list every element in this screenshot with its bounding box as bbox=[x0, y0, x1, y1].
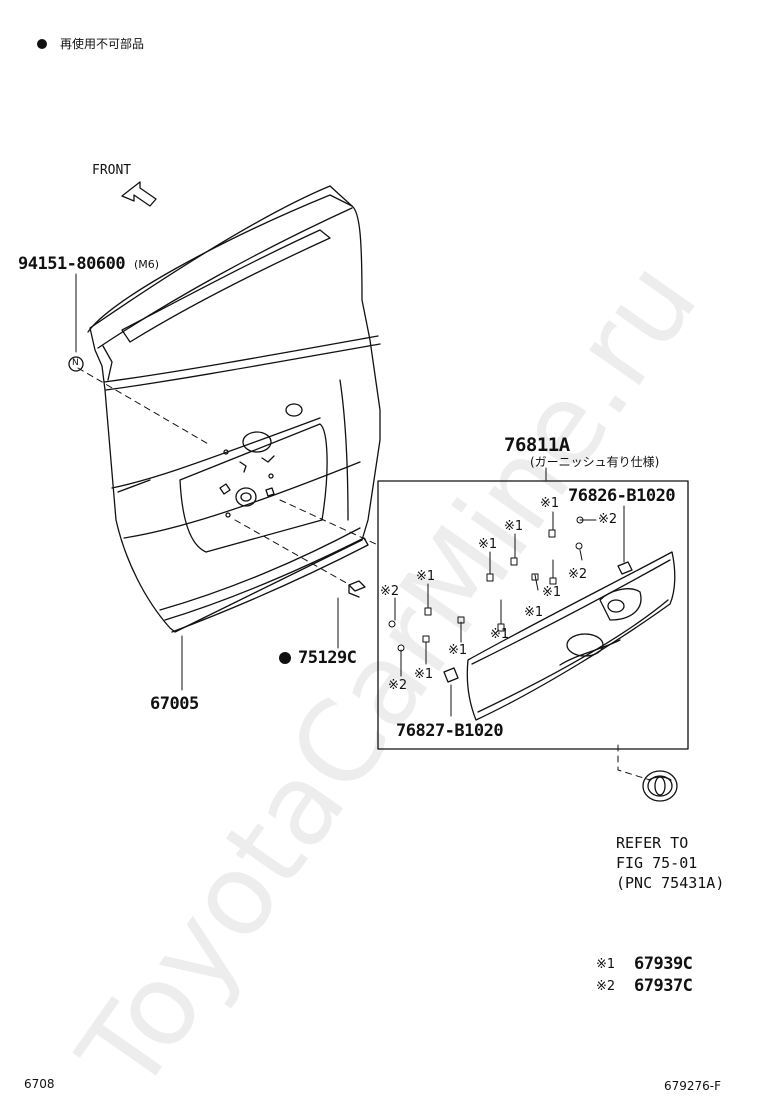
part-number-garnish: 76811A bbox=[504, 434, 570, 456]
legend-mark-2: ※2 bbox=[596, 979, 616, 994]
callout-m1: ※1 bbox=[540, 496, 560, 511]
callout-m1: ※1 bbox=[414, 667, 434, 682]
garnish-part bbox=[466, 551, 676, 721]
legend-mark-1: ※1 bbox=[596, 957, 616, 972]
bullet-icon bbox=[279, 652, 291, 664]
callout-m1: ※1 bbox=[490, 627, 510, 642]
page-number: 6708 bbox=[24, 1077, 55, 1091]
refer-line-2: FIG 75-01 bbox=[616, 854, 698, 872]
refer-line-3: (PNC 75431A) bbox=[616, 874, 725, 892]
garnish-spec-note: (ガーニッシュ有り仕様) bbox=[530, 455, 660, 469]
callout-m2: ※2 bbox=[388, 678, 408, 693]
callout-m1: ※1 bbox=[448, 643, 468, 658]
part-number-door: 67005 bbox=[150, 694, 199, 714]
refer-line-1: REFER TO bbox=[616, 834, 689, 852]
callout-m1: ※1 bbox=[504, 519, 524, 534]
drawing-code: 679276-F bbox=[664, 1079, 722, 1093]
legend-part-2: 67937C bbox=[634, 976, 693, 996]
part-number-clip-upper: 76826-B1020 bbox=[568, 486, 676, 506]
part-number-plug: 75129C bbox=[298, 648, 357, 668]
callout-m2: ※2 bbox=[380, 584, 400, 599]
nut-marker-label: N bbox=[72, 358, 79, 368]
bolt-size: (M6) bbox=[134, 258, 160, 271]
part-number-clip-lower: 76827-B1020 bbox=[396, 721, 504, 741]
garnish-box bbox=[377, 480, 689, 750]
bullet-icon bbox=[37, 39, 47, 49]
plug-part bbox=[348, 580, 366, 598]
front-label: FRONT bbox=[92, 163, 132, 178]
front-arrow-icon bbox=[121, 181, 157, 207]
callout-m1: ※1 bbox=[524, 605, 544, 620]
callout-m2: ※2 bbox=[598, 512, 618, 527]
toyota-emblem-icon bbox=[642, 770, 678, 802]
callout-m1: ※1 bbox=[416, 569, 436, 584]
back-door bbox=[87, 185, 381, 633]
legend-part-1: 67939C bbox=[634, 954, 693, 974]
non-reusable-note: 再使用不可部品 bbox=[60, 37, 145, 51]
callout-m1: ※1 bbox=[542, 585, 562, 600]
callout-m2: ※2 bbox=[568, 567, 588, 582]
nut-marker-icon bbox=[68, 356, 84, 372]
part-number-bolt: 94151-80600 bbox=[18, 254, 126, 274]
callout-m1: ※1 bbox=[478, 537, 498, 552]
